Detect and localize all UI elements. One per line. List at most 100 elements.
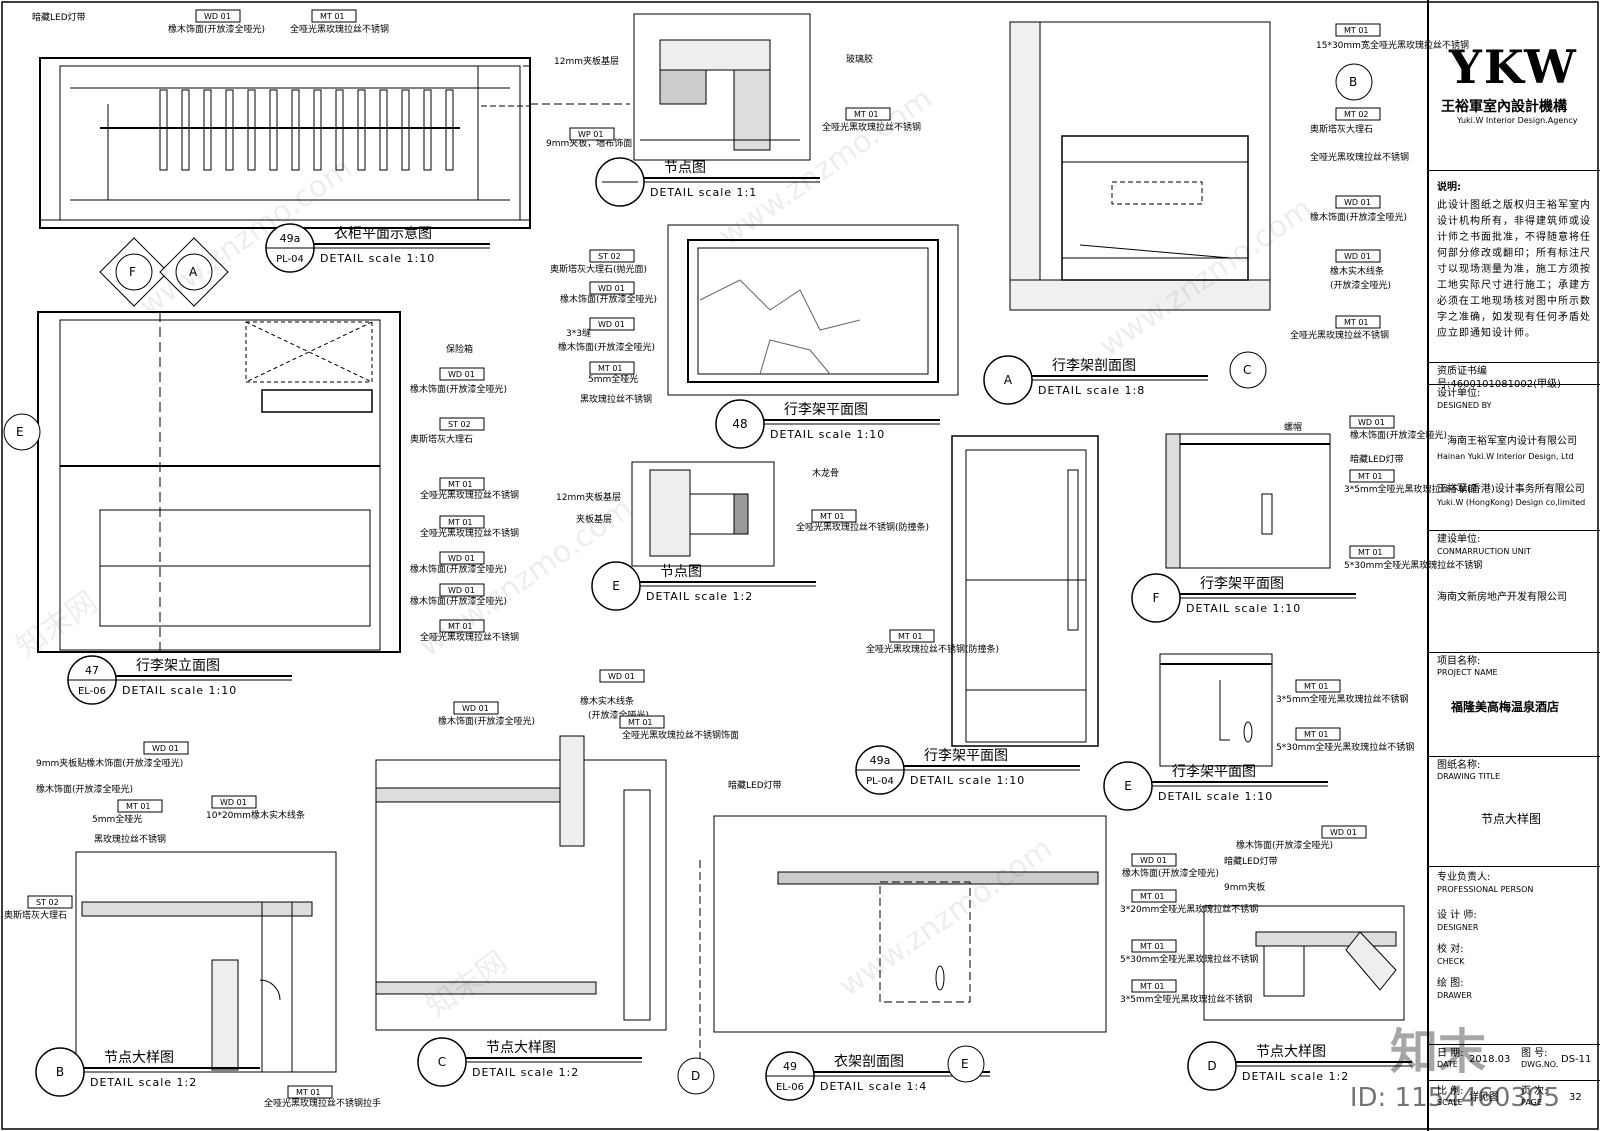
- page-en: PAGE: [1521, 1098, 1542, 1107]
- luggage-elevation-drawing: [37, 311, 401, 653]
- svg-text:B: B: [1349, 75, 1357, 89]
- hanger-slot: [225, 89, 234, 171]
- label-oak-1020: 10*20mm橡木实木线条: [206, 809, 305, 821]
- svg-text:WD 01: WD 01: [220, 798, 247, 807]
- label-plywood12-2: 12mm夹板基层: [556, 491, 621, 503]
- node-c-drawing: [375, 735, 667, 1031]
- watermark-zhimo: 知末: [1390, 1024, 1487, 1080]
- tag-wd01: WD 01: [599, 669, 645, 683]
- label-marble: 奥斯塔灰大理石: [1310, 123, 1373, 135]
- unit-name: 海南文新房地产开发有限公司: [1437, 592, 1567, 603]
- node-d-drawing: [1203, 905, 1405, 1021]
- label-ss5-2: 5mm全哑光: [92, 813, 142, 825]
- tag-st02: ST 02: [27, 895, 73, 909]
- svg-text:MT 01: MT 01: [820, 512, 845, 521]
- scale-label: 比 例:: [1437, 1086, 1464, 1097]
- label-oak-open-8: 橡木饰面(开放漆全哑光): [1350, 429, 1447, 441]
- svg-text:WD 01: WD 01: [598, 284, 625, 293]
- hanger-section-drawing: [713, 815, 1107, 1033]
- svg-text:MT 01: MT 01: [448, 480, 473, 489]
- notes-text: 此设计图纸之版权归王裕军室内设计机构所有，非得建筑师或设计师之书面批准，不得随意…: [1437, 200, 1591, 339]
- tag-mt01: MT 01: [1131, 939, 1177, 953]
- person-label: 专业负责人:: [1437, 872, 1491, 883]
- detail-scale: DETAIL scale 1:10: [1158, 790, 1273, 803]
- detail-number: C: [438, 1055, 446, 1069]
- label-oak-open-5: 橡木饰面(开放漆全哑光): [410, 383, 507, 395]
- detail-number: 47: [85, 664, 99, 677]
- detail-scale: DETAIL scale 1:2: [472, 1066, 579, 1079]
- section-marker-d: D: [677, 1057, 715, 1095]
- svg-text:MT 01: MT 01: [854, 110, 879, 119]
- svg-text:MT 01: MT 01: [1358, 472, 1383, 481]
- svg-text:MT 01: MT 01: [1344, 26, 1369, 35]
- tag-wd01: WD 01: [1335, 249, 1381, 263]
- svg-text:WD 01: WD 01: [152, 744, 179, 753]
- svg-text:ST 02: ST 02: [598, 252, 621, 261]
- detail-number: E: [612, 579, 620, 593]
- unit-label: 建设单位:: [1437, 534, 1481, 545]
- tag-wd01: WD 01: [453, 701, 499, 715]
- tag-wd01: WD 01: [439, 551, 485, 565]
- designed-by-en: DESIGNED BY: [1437, 401, 1492, 410]
- detail-number: 49: [783, 1060, 797, 1073]
- label-safe: 保险箱: [446, 343, 473, 355]
- detail-title: 衣架剖面图: [834, 1054, 904, 1070]
- detail-number: 49a: [870, 754, 891, 767]
- svg-text:MT 01: MT 01: [1304, 730, 1329, 739]
- detail-scale: DETAIL scale 1:10: [910, 774, 1025, 787]
- hanger-slot: [423, 89, 432, 171]
- detail-number: A: [1004, 373, 1013, 387]
- node-top-drawing: [633, 13, 811, 161]
- tag-mt01: MT 01: [1335, 315, 1381, 329]
- label-oak-open-9: 橡木饰面(开放漆全哑光): [438, 715, 535, 727]
- wardrobe-hangers: [159, 89, 454, 171]
- svg-text:MT 01: MT 01: [448, 518, 473, 527]
- svg-text:F: F: [129, 265, 136, 279]
- date-value: 2018.03: [1469, 1054, 1511, 1065]
- detail-title: 衣柜平面示意图: [334, 225, 432, 242]
- label-ss530-2: 5*30mm全哑光黑玫瑰拉丝不锈钢: [1276, 741, 1414, 753]
- tag-mt01: MT 01: [889, 629, 935, 643]
- designer-co2-cn: 王裕军(香港)设计事务所有限公司: [1437, 484, 1585, 495]
- tag-mt01: MT 01: [1295, 679, 1341, 693]
- label-ss-guard-2: 全哑光黑玫瑰拉丝不锈钢(防撞条): [866, 643, 999, 655]
- svg-text:WD 01: WD 01: [448, 586, 475, 595]
- detail-title: 节点大样图: [486, 1040, 556, 1056]
- label-ss530-3: 5*30mm全哑光黑玫瑰拉丝不锈钢: [1120, 953, 1258, 965]
- tag-st02: ST 02: [439, 417, 485, 431]
- tag-mt01: MT 01: [845, 107, 891, 121]
- label-marble-pol: 奥斯塔灰大理石(抛光面): [550, 263, 647, 275]
- detail-title: 行李架平面图: [924, 748, 1008, 764]
- scale-value: 详见图: [1469, 1092, 1499, 1103]
- detail-sheet: PL-04: [866, 776, 894, 787]
- tag-wd01: WD 01: [439, 367, 485, 381]
- tag-mt01: MT 01: [589, 361, 635, 375]
- section-marker-a: A: [159, 237, 229, 307]
- drawer-label: 绘 图:: [1437, 978, 1464, 989]
- label-oak-open-11: 橡木饰面(开放漆全哑光): [1122, 867, 1219, 879]
- drawing-label: 图纸名称:: [1437, 760, 1481, 771]
- scale-en: SCALE: [1437, 1098, 1463, 1107]
- material-tags: WD 01 MT 01 MT 01 WP 01 MT 01 MT 02 WD 0…: [27, 9, 1395, 1099]
- svg-text:MT 01: MT 01: [628, 718, 653, 727]
- svg-text:MT 01: MT 01: [1140, 892, 1165, 901]
- check-en: CHECK: [1437, 957, 1465, 966]
- tag-mt01: MT 01: [439, 515, 485, 529]
- detail-number: E: [1124, 779, 1132, 793]
- tag-mt01: MT 01: [619, 715, 665, 729]
- drawer-en: DRAWER: [1437, 991, 1472, 1000]
- svg-text:MT 01: MT 01: [1344, 318, 1369, 327]
- detail-title: 行李架平面图: [784, 402, 868, 418]
- detail-title: 节点大样图: [104, 1050, 174, 1066]
- tag-st02: ST 02: [589, 249, 635, 263]
- svg-text:MT 01: MT 01: [126, 802, 151, 811]
- label-ss-full-4: 全哑光黑玫瑰拉丝不锈钢: [1290, 329, 1389, 341]
- label-hidden-led: 暗藏LED灯带: [32, 11, 86, 23]
- check-label: 校 对:: [1437, 944, 1464, 955]
- detail-sheet: PL-04: [276, 254, 304, 265]
